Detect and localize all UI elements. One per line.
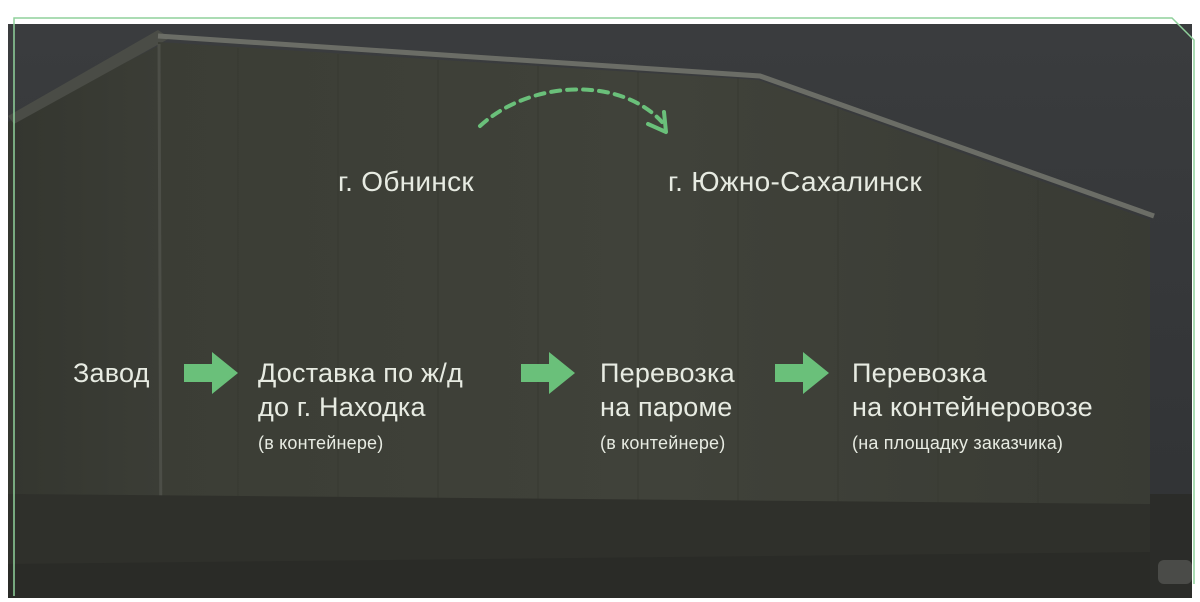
step-title-line-2: до г. Находка <box>258 392 426 422</box>
step-note: (в контейнере) <box>258 433 384 453</box>
step-title-line-1: Доставка по ж/д <box>258 358 463 388</box>
step-rail-delivery: Доставка по ж/д до г. Находка (в контейн… <box>258 356 463 454</box>
step-container-truck: Перевозка на контейнеровозе (на площадку… <box>852 356 1093 454</box>
step-ferry-transport: Перевозка на пароме (в контейнере) <box>600 356 735 454</box>
destination-city-label: г. Южно-Сахалинск <box>668 166 922 197</box>
step-note: (на площадку заказчика) <box>852 433 1064 453</box>
step-title: Завод <box>73 358 150 388</box>
step-title-line-1: Перевозка <box>600 358 735 388</box>
step-factory: Завод <box>73 356 150 390</box>
step-title-line-1: Перевозка <box>852 358 987 388</box>
arrow-right-icon <box>184 352 238 394</box>
origin-city-label: г. Обнинск <box>338 166 474 197</box>
step-title-line-2: на пароме <box>600 392 733 422</box>
dashed-curved-arrow-icon <box>478 87 668 134</box>
step-note: (в контейнере) <box>600 433 726 453</box>
arrow-right-icon <box>521 352 575 394</box>
step-title-line-2: на контейнеровозе <box>852 392 1093 422</box>
arrow-right-icon <box>775 352 829 394</box>
